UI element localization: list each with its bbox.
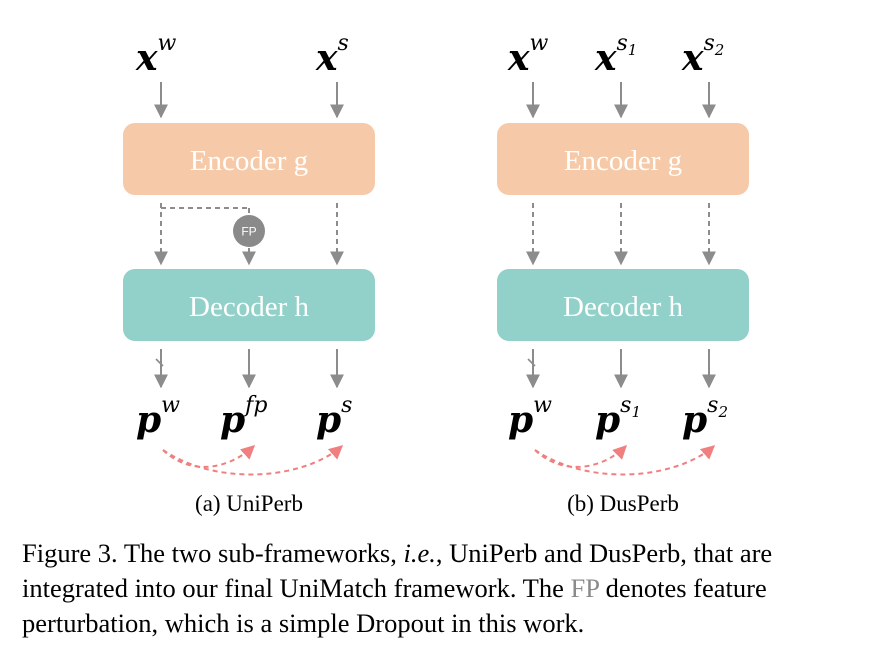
caption-part1: Figure 3. The two sub-frameworks, — [22, 538, 404, 568]
output-ps2-b: ps2 — [682, 393, 728, 441]
consistency-arrow-b-2 — [534, 445, 716, 476]
input-xs2-b: xs2 — [681, 31, 724, 79]
panel-caption-a: (a) UniPerb — [195, 491, 303, 516]
fp-label: FP — [241, 225, 256, 239]
decoder-label-b: Decoder h — [563, 291, 683, 323]
encoder-box-b — [497, 123, 749, 195]
arrow-output-a-1-tick — [155, 358, 164, 367]
consistency-arrow-b-1 — [534, 445, 627, 468]
decoder-label-a: Decoder h — [189, 291, 309, 323]
encoder-label-a: Encoder g — [190, 145, 308, 177]
arrow-output-b-1-tick — [527, 358, 536, 367]
output-pw-a: pw — [136, 393, 180, 441]
caption-part3: denotes feature perturbation, which is a… — [22, 573, 767, 638]
fp-circle — [233, 215, 265, 247]
decoder-box-b — [497, 269, 749, 341]
encoder-box-a — [123, 123, 375, 195]
output-pw-b: pw — [508, 393, 552, 441]
consistency-arrow-a-2 — [162, 445, 344, 476]
output-ps1-b: ps1 — [595, 393, 641, 441]
output-pfp-a: pfp — [220, 393, 267, 441]
panel-dusperb: xw xs1 xs2 Encoder g Decoder h pw — [497, 31, 749, 516]
consistency-arrow-a-1 — [162, 445, 256, 468]
encoder-label-b: Encoder g — [564, 145, 682, 177]
output-ps-a: ps — [316, 393, 352, 441]
decoder-box-a — [123, 269, 375, 341]
framework-diagram: xw xs Encoder g FP Decoder h pw pf — [123, 31, 749, 516]
input-xs-a: xs — [315, 31, 349, 79]
panel-uniperb: xw xs Encoder g FP Decoder h pw pf — [123, 31, 375, 516]
input-xw-b: xw — [507, 31, 548, 79]
figure-caption: Figure 3. The two sub-frameworks, i.e., … — [22, 536, 867, 641]
caption-ie: i.e. — [403, 538, 436, 568]
panel-caption-b: (b) DusPerb — [567, 491, 679, 516]
caption-fp: FP — [570, 573, 599, 603]
caption-part2: , UniPerb and DusPerb, that are integrat… — [22, 538, 773, 603]
input-xw-a: xw — [135, 31, 176, 79]
input-xs1-b: xs1 — [594, 31, 637, 79]
